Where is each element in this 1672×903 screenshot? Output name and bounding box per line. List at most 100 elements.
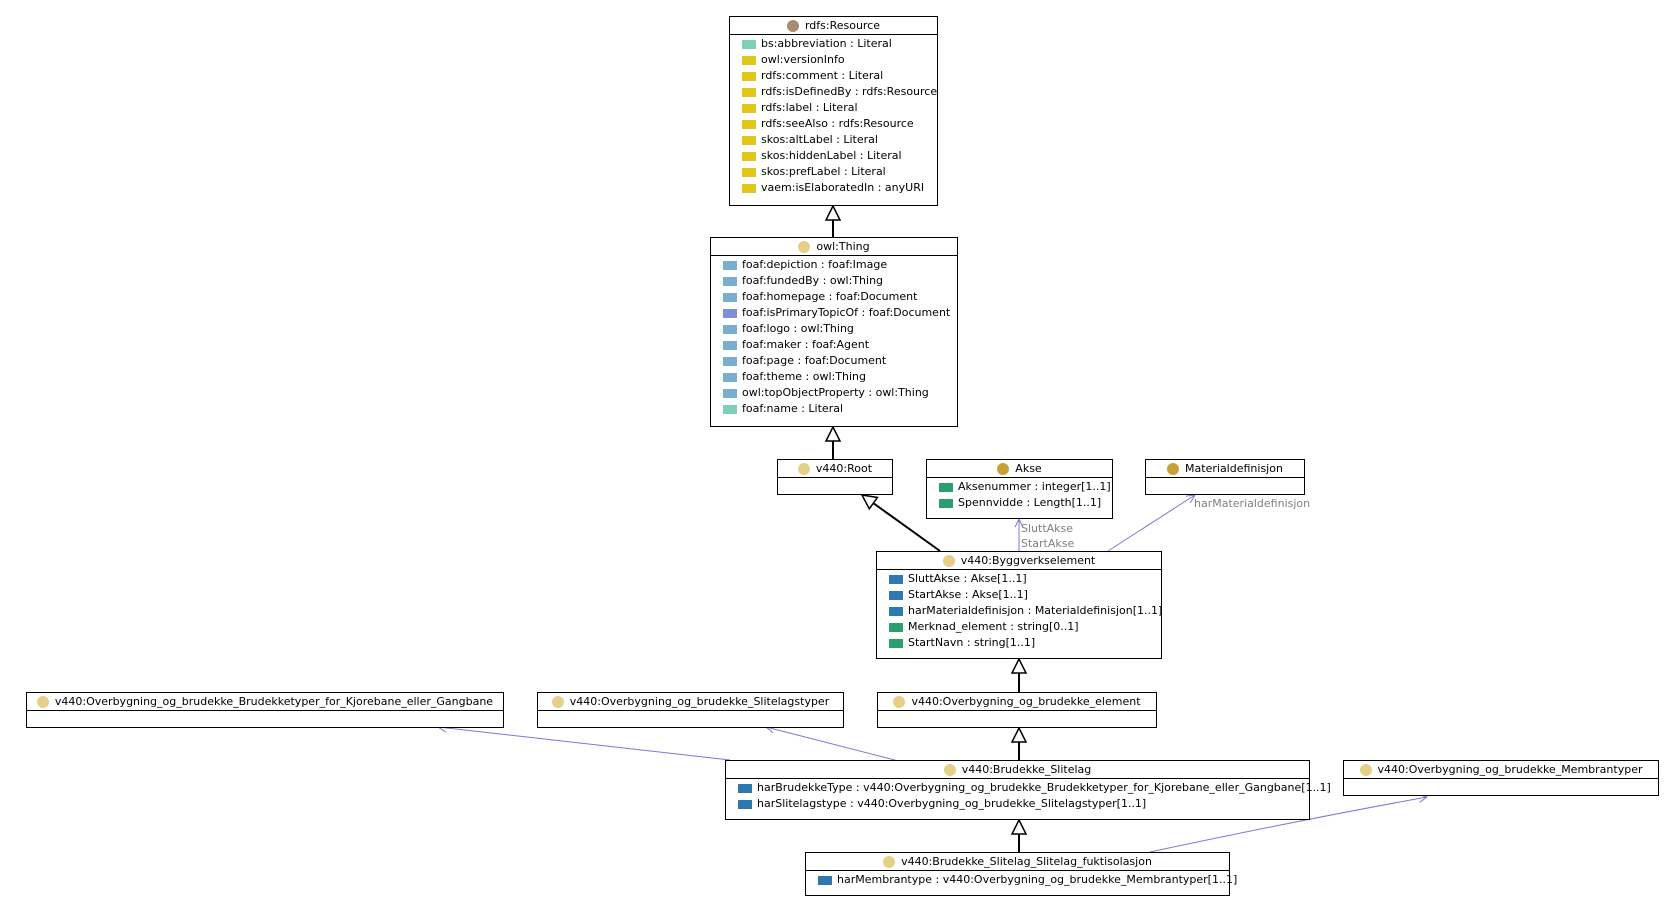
attribute-row[interactable]: foaf:homepage : foaf:Document bbox=[711, 289, 957, 305]
class-v440-brudekke-slitelag-fuktisolasjon[interactable]: v440:Brudekke_Slitelag_Slitelag_fuktisol… bbox=[805, 852, 1237, 896]
attribute-row[interactable]: foaf:theme : owl:Thing bbox=[711, 369, 957, 385]
attribute-text: skos:altLabel : Literal bbox=[761, 133, 878, 146]
attribute-type-icon bbox=[742, 55, 756, 65]
attribute-type-icon bbox=[889, 622, 903, 632]
attribute-row[interactable]: skos:altLabel : Literal bbox=[730, 132, 937, 148]
attribute-type-icon bbox=[723, 340, 737, 350]
attribute-text: skos:prefLabel : Literal bbox=[761, 165, 886, 178]
attribute-text: harMembrantype : v440:Overbygning_og_bru… bbox=[837, 873, 1238, 886]
class-name: v440:Overbygning_og_brudekke_Slitelagsty… bbox=[569, 695, 830, 708]
attribute-row[interactable]: rdfs:comment : Literal bbox=[730, 68, 937, 84]
attribute-row[interactable]: Spennvidde : Length[1..1] bbox=[927, 495, 1112, 511]
attribute-list bbox=[1344, 779, 1658, 782]
attribute-row[interactable]: skos:hiddenLabel : Literal bbox=[730, 148, 937, 164]
attribute-list: harMembrantype : v440:Overbygning_og_bru… bbox=[806, 871, 1237, 890]
attribute-row[interactable]: StartNavn : string[1..1] bbox=[877, 635, 1161, 651]
attribute-row[interactable]: harSlitelagstype : v440:Overbygning_og_b… bbox=[726, 796, 1309, 812]
attribute-row[interactable]: foaf:logo : owl:Thing bbox=[711, 321, 957, 337]
edge-har-membrantype[interactable] bbox=[1149, 796, 1428, 853]
attribute-row[interactable]: foaf:page : foaf:Document bbox=[711, 353, 957, 369]
attribute-row[interactable]: Aksenummer : integer[1..1] bbox=[927, 479, 1112, 495]
attribute-row[interactable]: owl:versionInfo bbox=[730, 52, 937, 68]
attribute-row[interactable]: rdfs:label : Literal bbox=[730, 100, 937, 116]
edge-element-to-byggverkselement-arrowhead bbox=[1010, 657, 1028, 674]
attribute-type-icon bbox=[723, 308, 737, 318]
attribute-row[interactable]: harBrudekkeType : v440:Overbygning_og_br… bbox=[726, 780, 1331, 796]
class-brudekketyper[interactable]: v440:Overbygning_og_brudekke_Brudekketyp… bbox=[26, 692, 504, 728]
class-icon bbox=[797, 462, 810, 475]
attribute-row[interactable]: rdfs:isDefinedBy : rdfs:Resource bbox=[730, 84, 937, 100]
class-name: v440:Overbygning_og_brudekke_Membrantype… bbox=[1377, 763, 1643, 776]
attribute-text: foaf:homepage : foaf:Document bbox=[742, 290, 918, 303]
attribute-row[interactable]: bs:abbreviation : Literal bbox=[730, 36, 937, 52]
attribute-text: StartNavn : string[1..1] bbox=[908, 636, 1036, 649]
attribute-type-icon bbox=[723, 372, 737, 382]
attribute-text: SluttAkse : Akse[1..1] bbox=[908, 572, 1027, 585]
attribute-text: bs:abbreviation : Literal bbox=[761, 37, 892, 50]
class-overbygning-brudekke-element[interactable]: v440:Overbygning_og_brudekke_element bbox=[877, 692, 1157, 728]
attribute-type-icon bbox=[742, 119, 756, 129]
class-slitelagstyper[interactable]: v440:Overbygning_og_brudekke_Slitelagsty… bbox=[537, 692, 844, 728]
attribute-row[interactable]: foaf:name : Literal bbox=[711, 401, 957, 417]
attribute-text: foaf:name : Literal bbox=[742, 402, 844, 415]
attribute-row[interactable]: foaf:fundedBy : owl:Thing bbox=[711, 273, 957, 289]
attribute-type-icon bbox=[723, 388, 737, 398]
attribute-row[interactable]: foaf:maker : foaf:Agent bbox=[711, 337, 957, 353]
attribute-row[interactable]: rdfs:seeAlso : rdfs:Resource bbox=[730, 116, 937, 132]
class-icon bbox=[1167, 462, 1180, 475]
attribute-list: bs:abbreviation : Literal owl:versionInfo… bbox=[730, 35, 937, 198]
attribute-type-icon bbox=[742, 87, 756, 97]
class-name: owl:Thing bbox=[816, 240, 870, 253]
class-v440-root[interactable]: v440:Root bbox=[777, 459, 893, 495]
attribute-type-icon bbox=[818, 875, 832, 885]
attribute-row[interactable]: StartAkse : Akse[1..1] bbox=[877, 587, 1161, 603]
edge-har-brudekketype[interactable] bbox=[437, 726, 731, 761]
attribute-row[interactable]: Merknad_element : string[0..1] bbox=[877, 619, 1161, 635]
attribute-type-icon bbox=[889, 574, 903, 584]
attribute-type-icon bbox=[723, 404, 737, 414]
edge-har-materialdefinisjon[interactable] bbox=[1107, 494, 1196, 552]
attribute-row[interactable]: skos:prefLabel : Literal bbox=[730, 164, 937, 180]
class-header: v440:Brudekke_Slitelag bbox=[726, 761, 1309, 779]
attribute-row[interactable]: owl:topObjectProperty : owl:Thing bbox=[711, 385, 957, 401]
edge-fuktisolasjon-to-slitelag-arrowhead bbox=[1010, 818, 1028, 835]
attribute-text: foaf:page : foaf:Document bbox=[742, 354, 887, 367]
class-icon bbox=[798, 240, 811, 253]
class-header: v440:Byggverkselement bbox=[877, 552, 1161, 570]
edge-har-slitelagstype[interactable] bbox=[765, 726, 896, 761]
attribute-row[interactable]: foaf:isPrimaryTopicOf : foaf:Document bbox=[711, 305, 957, 321]
attribute-type-icon bbox=[742, 183, 756, 193]
attribute-row[interactable]: harMembrantype : v440:Overbygning_og_bru… bbox=[806, 872, 1237, 888]
edge-label-slutt-akse: SluttAkse bbox=[1021, 522, 1074, 535]
class-name: v440:Brudekke_Slitelag_Slitelag_fuktisol… bbox=[901, 855, 1152, 868]
class-icon bbox=[36, 695, 49, 708]
class-materialdefinisjon[interactable]: Materialdefinisjon bbox=[1145, 459, 1305, 495]
attribute-row[interactable]: harMaterialdefinisjon : Materialdefinisj… bbox=[877, 603, 1162, 619]
attribute-row[interactable]: foaf:depiction : foaf:Image bbox=[711, 257, 957, 273]
class-header: v440:Overbygning_og_brudekke_Brudekketyp… bbox=[27, 693, 503, 711]
class-header: v440:Brudekke_Slitelag_Slitelag_fuktisol… bbox=[806, 853, 1229, 871]
attribute-type-icon bbox=[742, 39, 756, 49]
attribute-row[interactable]: SluttAkse : Akse[1..1] bbox=[877, 571, 1161, 587]
attribute-text: skos:hiddenLabel : Literal bbox=[761, 149, 902, 162]
attribute-row[interactable]: vaem:isElaboratedIn : anyURI bbox=[730, 180, 937, 196]
class-name: Materialdefinisjon bbox=[1185, 462, 1283, 475]
class-name: Akse bbox=[1015, 462, 1042, 475]
attribute-type-icon bbox=[723, 292, 737, 302]
attribute-text: harSlitelagstype : v440:Overbygning_og_b… bbox=[757, 797, 1147, 810]
class-membrantyper[interactable]: v440:Overbygning_og_brudekke_Membrantype… bbox=[1343, 760, 1659, 796]
edge-byggverkselement-to-root[interactable] bbox=[872, 502, 941, 552]
edge-byggverkselement-akse-arrowhead bbox=[1014, 517, 1024, 528]
attribute-text: rdfs:seeAlso : rdfs:Resource bbox=[761, 117, 914, 130]
attribute-type-icon bbox=[723, 260, 737, 270]
edge-label-start-akse: StartAkse bbox=[1021, 537, 1075, 550]
class-name: v440:Overbygning_og_brudekke_Brudekketyp… bbox=[54, 695, 494, 708]
attribute-type-icon bbox=[742, 71, 756, 81]
edge-owl-thing-to-rdfs-resource-arrowhead bbox=[824, 204, 842, 221]
attribute-list: SluttAkse : Akse[1..1] StartAkse : Akse[1… bbox=[877, 570, 1162, 653]
